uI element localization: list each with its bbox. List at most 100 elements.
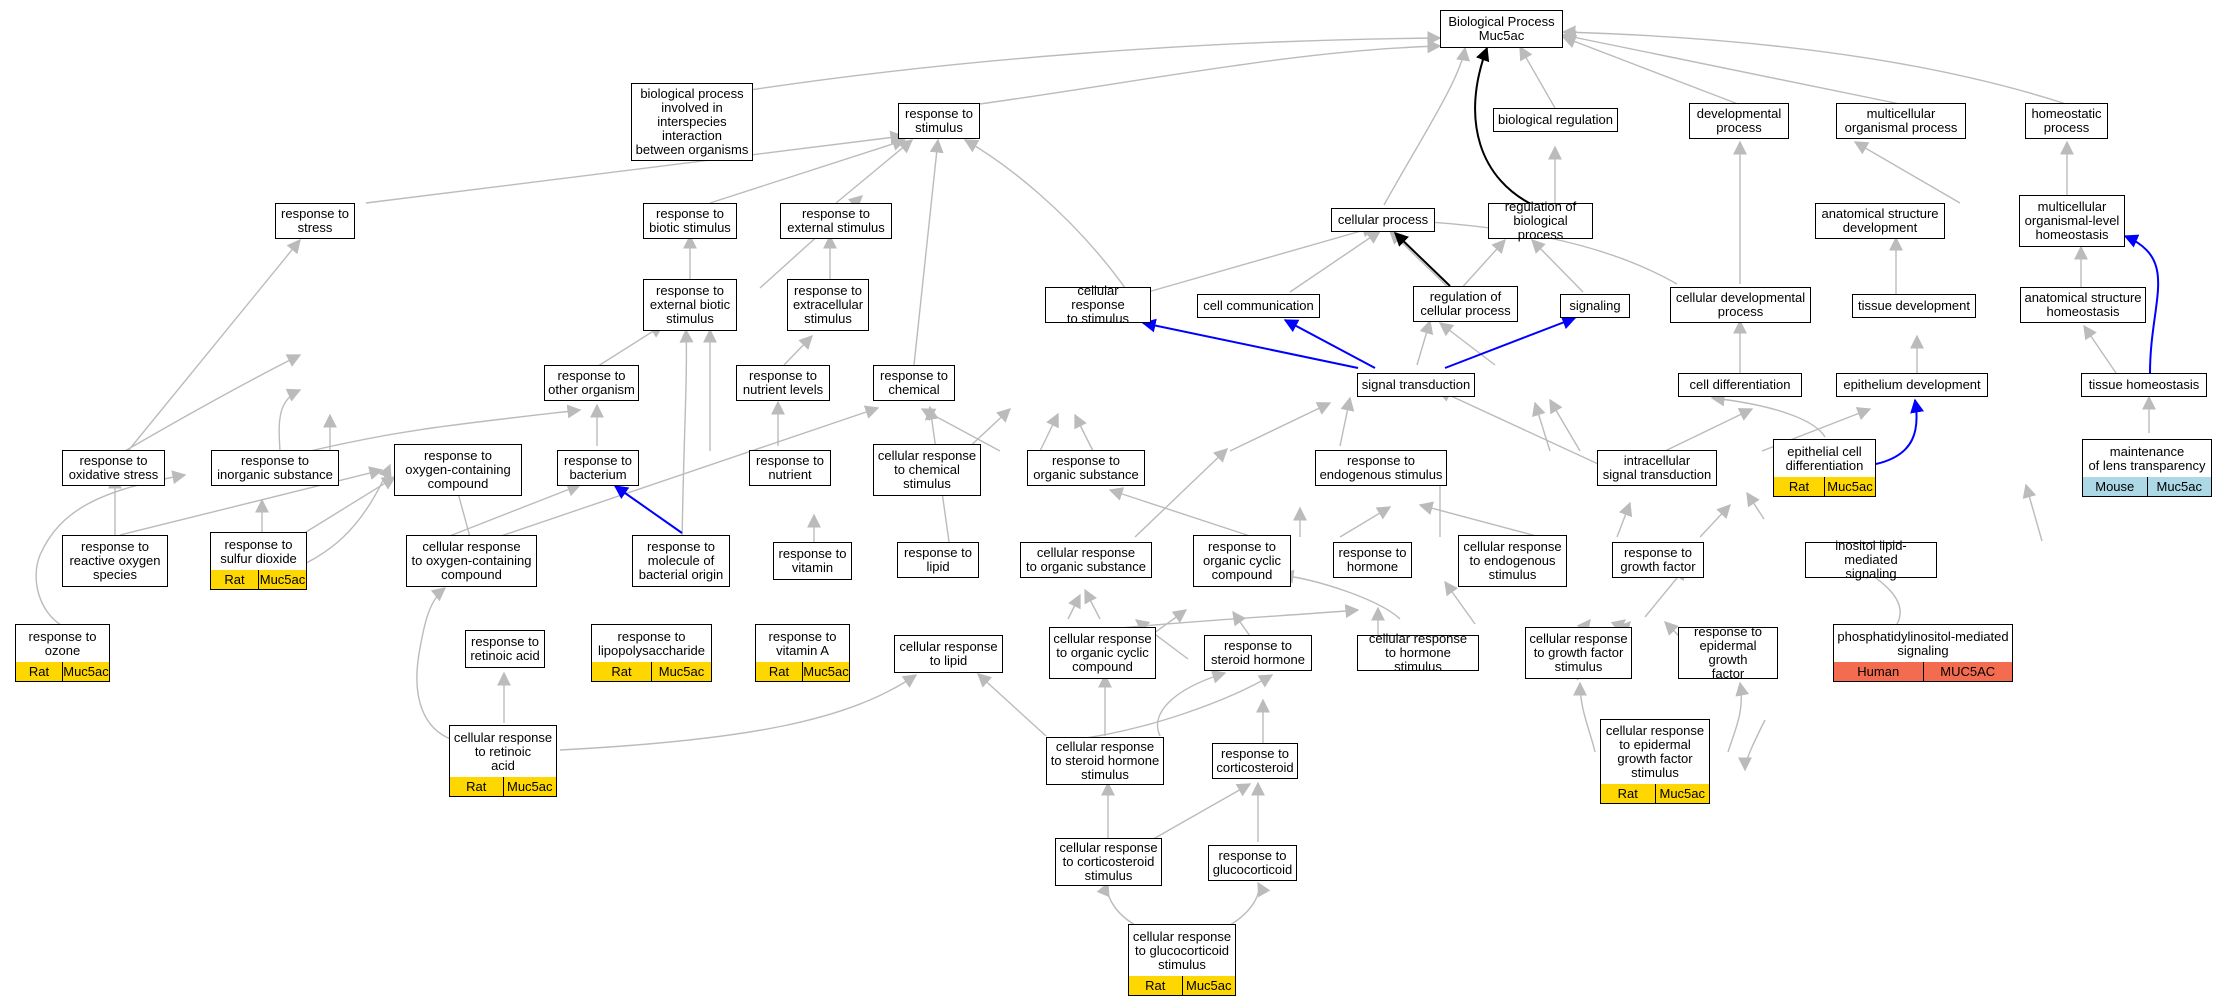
edge [1519,45,1556,109]
go-term-node[interactable]: response to inorganic substance [211,450,339,486]
go-term-node[interactable]: response to molecule of bacterial origin [632,535,730,587]
go-term-node[interactable]: response to lipid [897,542,979,578]
go-term-node[interactable]: response to steroid hormone [1204,635,1312,671]
go-term-label: homeostatic process [2025,103,2108,139]
go-term-node[interactable]: response to oxidative stress [62,450,165,486]
go-term-node[interactable]: cellular response to corticosteroid stim… [1055,838,1162,886]
go-term-label: epithelial cell differentiation [1773,439,1876,478]
go-term-label: anatomical structure development [1815,203,1945,239]
go-term-node[interactable]: cellular response to organic substance [1020,542,1152,578]
go-term-node[interactable]: intracellular signal transduction [1597,450,1717,486]
go-term-node[interactable]: cell communication [1197,294,1320,318]
go-term-node[interactable]: response to reactive oxygen species [62,535,168,587]
go-term-node[interactable]: cellular response to chemical stimulus [873,444,981,496]
edge [1853,141,1961,204]
go-term-node[interactable]: response to other organism [544,365,639,401]
go-term-label: response to lipid [897,542,979,578]
go-term-node[interactable]: regulation of biological process [1488,200,1593,242]
edge [1746,491,1765,520]
go-term-node[interactable]: cellular response to lipid [894,635,1003,673]
go-term-node[interactable]: cellular response to organic cyclic comp… [1049,627,1156,679]
go-term-node[interactable]: cellular response to oxygen-containing c… [406,535,537,587]
go-term-node[interactable]: response to retinoic acid [465,630,545,668]
go-term-node[interactable]: response to bacterium [557,450,639,486]
edge [1229,402,1332,452]
go-term-node[interactable]: response to nutrient [749,450,831,486]
go-term-label: response to hormone [1333,542,1412,578]
go-term-node[interactable]: response to growth factor [1612,542,1704,578]
edge [124,354,302,452]
edge [979,39,1442,105]
annotation-species: Rat [592,662,651,681]
go-term-node[interactable]: cellular response to endogenous stimulus [1458,535,1567,587]
go-term-node[interactable]: response to biotic stimulus [643,203,737,239]
go-term-node[interactable]: biological process involved in interspec… [631,83,753,161]
go-term-node[interactable]: tissue development [1852,294,1976,318]
go-term-node[interactable]: biological regulation [1493,108,1618,132]
go-term-node[interactable]: cellular response to hormone stimulus [1357,632,1479,674]
edge [1616,501,1633,538]
go-term-node[interactable]: response to stress [275,203,355,239]
go-term-node[interactable]: response to external biotic stimulus [643,279,737,331]
go-term-node[interactable]: anatomical structure development [1815,203,1945,239]
edge [497,405,880,538]
go-term-node[interactable]: signal transduction [1357,373,1475,397]
go-term-node[interactable]: tissue homeostasis [2081,373,2207,397]
go-term-node[interactable]: response to organic substance [1027,450,1145,486]
go-term-node[interactable]: regulation of cellular process [1413,286,1518,322]
annotation-species: Rat [1601,784,1655,803]
edge [1416,319,1434,366]
go-term-node[interactable]: response to epidermal growth factor [1678,625,1778,681]
go-term-node[interactable]: cellular response to growth factor stimu… [1525,627,1632,679]
go-term-node[interactable]: response to nutrient levels [736,365,830,401]
go-term-node[interactable]: response to stimulus [898,103,980,139]
go-term-node[interactable]: multicellular organismal process [1836,103,1966,139]
go-term-node[interactable]: epithelium development [1836,373,1988,397]
go-term-node[interactable]: developmental process [1689,103,1789,139]
go-term-node[interactable]: cell differentiation [1678,373,1802,397]
annotation-species: Rat [16,662,62,681]
go-term-label: cellular response to glucocorticoid stim… [1128,924,1236,977]
go-term-node[interactable]: cellular response to steroid hormone sti… [1046,737,1164,785]
go-term-node[interactable]: cellular response to glucocorticoid stim… [1128,924,1236,996]
go-term-node[interactable]: response to extracellular stimulus [787,279,869,331]
go-term-node[interactable]: response to chemical [873,365,955,401]
go-term-node[interactable]: signaling [1560,294,1630,318]
go-term-node[interactable]: multicellular organismal-level homeostas… [2019,195,2125,247]
go-term-node[interactable]: cellular developmental process [1670,287,1811,323]
go-term-node[interactable]: cellular response to stimulus [1045,284,1151,326]
go-term-node[interactable]: response to corticosteroid [1212,743,1298,779]
go-term-node[interactable]: homeostatic process [2025,103,2108,139]
edge [446,483,582,538]
go-term-node[interactable]: response to oxygen-containing compound [394,444,522,496]
go-term-label: response to external biotic stimulus [643,279,737,331]
go-term-node[interactable]: cellular response to epidermal growth fa… [1600,719,1710,804]
go-term-node[interactable]: cellular process [1331,208,1435,232]
go-term-node[interactable]: anatomical structure homeostasis [2020,287,2146,323]
annotation-species: Human [1834,662,1923,681]
edge [416,587,454,741]
go-term-node[interactable]: response to vitamin [773,542,852,580]
go-term-node[interactable]: inositol lipid-mediated signaling [1805,539,1937,581]
go-term-node[interactable]: response to external stimulus [780,203,892,239]
go-term-node[interactable]: response to hormone [1333,542,1412,578]
go-term-node[interactable]: Biological Process Muc5ac [1440,10,1563,48]
annotation-gene: Muc5ac [1824,477,1875,496]
edge [1149,609,1188,637]
edge [1232,610,1251,637]
go-term-node[interactable]: response to glucocorticoid [1208,845,1297,881]
go-term-node[interactable]: response to organic cyclic compound [1193,535,1291,587]
go-term-node[interactable]: response to endogenous stimulus [1315,450,1447,486]
